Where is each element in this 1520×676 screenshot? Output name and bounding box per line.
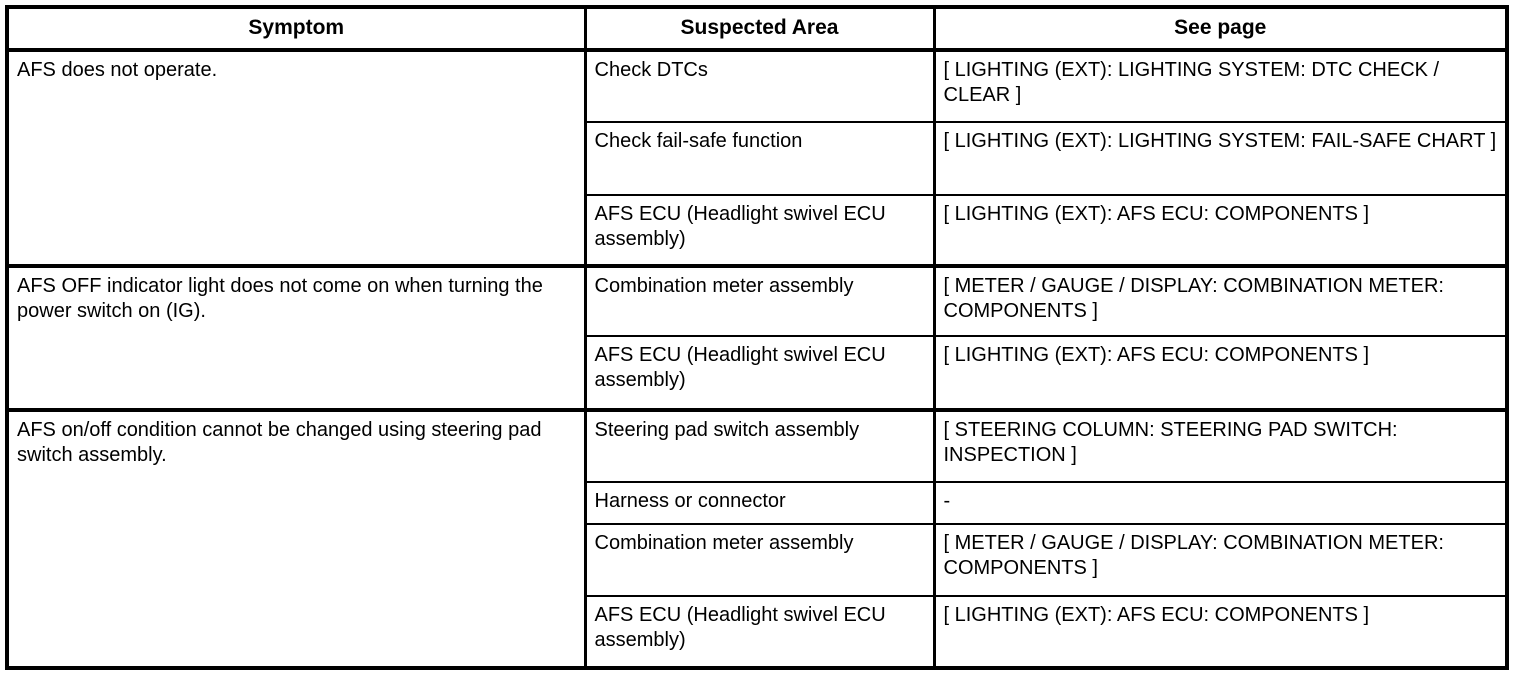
table-row: Harness or connector - — [7, 481, 1507, 524]
column-header-symptom: Symptom — [7, 7, 587, 52]
suspected-area-cell: Combination meter assembly — [585, 264, 936, 336]
symptom-cell: AFS OFF indicator light does not come on… — [7, 264, 587, 410]
see-page-cell: [ LIGHTING (EXT): LIGHTING SYSTEM: FAIL-… — [934, 121, 1507, 195]
suspected-area-cell: Check DTCs — [585, 50, 936, 122]
see-page-cell: [ LIGHTING (EXT): LIGHTING SYSTEM: DTC C… — [943, 59, 1440, 106]
table-header: Symptom Suspected Area See page — [7, 7, 1507, 52]
table-row: AFS ECU (Headlight swivel ECU assembly) … — [7, 595, 1507, 668]
see-page-cell: [ LIGHTING (EXT): AFS ECU: COMPONENTS ] — [934, 194, 1507, 266]
suspected-area-cell: Combination meter assembly — [585, 523, 936, 596]
column-header-see-page: See page — [934, 7, 1507, 52]
see-page-cell: [ METER / GAUGE / DISPLAY: COMBINATION M… — [934, 264, 1507, 336]
table-header-row: Symptom Suspected Area See page — [7, 7, 1507, 52]
suspected-area-cell: AFS ECU (Headlight swivel ECU assembly) — [585, 595, 936, 668]
suspected-area-cell: Check fail-safe function — [585, 121, 936, 195]
table-row: Combination meter assembly [ METER / GAU… — [7, 523, 1507, 596]
suspected-area-cell: AFS ECU (Headlight swivel ECU assembly) — [585, 335, 936, 410]
table-row: AFS ECU (Headlight swivel ECU assembly) … — [7, 194, 1507, 266]
suspected-area-cell: Steering pad switch assembly — [585, 408, 936, 482]
column-header-suspected-area: Suspected Area — [585, 7, 936, 52]
symptom-cell: AFS on/off condition cannot be changed u… — [7, 408, 587, 668]
symptom-cell: AFS does not operate. — [7, 50, 587, 266]
table-row: AFS OFF indicator light does not come on… — [7, 264, 1507, 410]
table-body: AFS does not operate. Check DTCs [ LIGHT… — [7, 50, 1507, 668]
see-page-cell: [ STEERING COLUMN: STEERING PAD SWITCH: … — [934, 408, 1507, 482]
see-page-cell: [ LIGHTING (EXT): AFS ECU: COMPONENTS ] — [934, 335, 1507, 410]
table-row: AFS ECU (Headlight swivel ECU assembly) … — [7, 335, 1507, 410]
symptom-troubleshooting-table: Symptom Suspected Area See page AFS does… — [5, 5, 1509, 670]
see-page-cell: [ LIGHTING (EXT): AFS ECU: COMPONENTS ] — [934, 595, 1507, 668]
table-row: Check fail-safe function [ LIGHTING (EXT… — [7, 121, 1507, 195]
see-page-cell: [ METER / GAUGE / DISPLAY: COMBINATION M… — [934, 523, 1507, 596]
table-row: AFS does not operate. Check DTCs [ LIGHT… — [7, 50, 1507, 266]
suspected-area-cell: Harness or connector — [585, 481, 936, 524]
table-row: AFS on/off condition cannot be changed u… — [7, 408, 1507, 668]
see-page-cell: - — [934, 481, 1507, 524]
suspected-area-cell: AFS ECU (Headlight swivel ECU assembly) — [585, 194, 936, 266]
